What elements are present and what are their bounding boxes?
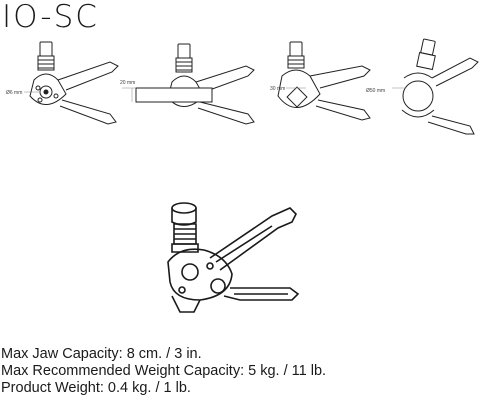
spec-jaw-capacity: Max Jaw Capacity: 8 cm. / 3 in. xyxy=(1,346,202,362)
dimension-label: Ø50 mm xyxy=(366,88,385,94)
spec-weight-capacity: Max Recommended Weight Capacity: 5 kg. /… xyxy=(1,363,327,379)
spec-product-weight: Product Weight: 0.4 kg. / 1 lb. xyxy=(1,380,191,396)
product-title: IO-SC xyxy=(2,0,99,35)
clamp-diagram-50mm: Ø50 mm xyxy=(366,38,479,135)
spec-list: Max Jaw Capacity: 8 cm. / 3 in. Max Reco… xyxy=(1,346,326,397)
clamp-diagram-30mm: 30 mm xyxy=(270,41,371,121)
clamp-diagram-6mm: Ø6 mm xyxy=(6,41,119,125)
dimension-label: 20 mm xyxy=(120,80,135,86)
dimension-label: Ø6 mm xyxy=(6,90,22,96)
clamp-diagram-20mm: 20 mm xyxy=(120,43,255,125)
dimension-label: 30 mm xyxy=(270,86,285,92)
clamp-main-illustration xyxy=(167,202,300,313)
